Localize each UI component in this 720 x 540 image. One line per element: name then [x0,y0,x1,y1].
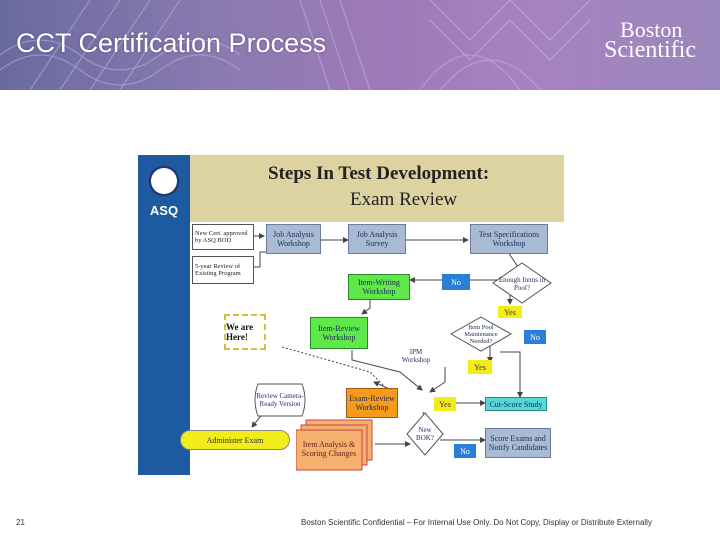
test-specifications-box: Test Specifications Workshop [470,224,548,254]
figure-sidebar: ASQ [138,155,190,475]
yes-label-2: Yes [468,360,492,374]
item-writing-box: Item-Writing Workshop [348,274,410,300]
flowchart-figure: ASQ Steps In Test Development: Exam Revi… [138,155,564,475]
ipm-workshop-label: IPM Workshop [401,348,431,364]
yes-label-1: Yes [498,306,522,318]
job-analysis-survey-box: Job Analysis Survey [348,224,406,254]
new-bok-diamond [406,412,444,456]
slide-title: CCT Certification Process [16,28,327,58]
title-banner: CCT Certification Process Boston Scienti… [0,0,720,90]
exam-review-box: Exam-Review Workshop [346,388,398,418]
figure-heading-band: Steps In Test Development: Exam Review [190,155,564,222]
job-analysis-workshop-box: Job Analysis Workshop [266,224,321,254]
cut-score-box: Cut-Score Study [485,397,547,411]
enough-items-diamond [492,262,552,304]
no-label-3: No [454,444,476,458]
item-review-box: Item-Review Workshop [310,317,368,349]
review-camera-doc-shape [254,383,306,417]
item-pool-label: Item Pool Maintenance Needed? [464,323,498,345]
logo-line-2: Scientific [604,37,696,63]
logo-line-1: Boston [620,17,683,42]
score-exams-box: Score Exams and Notify Candidates [485,428,551,458]
new-cert-doc: New Cert. approved by ASQ BOD [192,224,254,250]
review-doc: 5-year Review of Existing Program [192,256,254,284]
enough-items-label: Enough Items in Pool? [498,276,546,292]
company-logo: Boston Scientific [604,17,696,63]
we-are-here-callout: We are Here! [224,314,266,350]
administer-exam-box: Administer Exam [180,430,290,450]
no-label-2: No [524,330,546,344]
item-analysis-label: Item Analysis & Scoring Changes [301,440,357,458]
item-pool-diamond [450,316,512,352]
asq-logo-text: ASQ [149,203,179,218]
no-label-1: No [442,274,470,290]
banner-texture [0,0,591,90]
figure-heading: Steps In Test Development: [268,163,490,184]
review-camera-label: Review Camera-Ready Version [256,392,304,408]
yes-label-3: Yes [434,397,456,411]
flowchart-canvas: New Cert. approved by ASQ BOD 5-year Rev… [180,222,564,475]
item-analysis-stack [296,419,373,471]
asq-logo-icon [148,165,180,197]
confidentiality-footer: Boston Scientific Confidential – For Int… [301,518,652,527]
figure-subheading: Exam Review [350,189,458,210]
page-number: 21 [16,518,25,527]
new-bok-label: New BOK? [416,426,434,442]
